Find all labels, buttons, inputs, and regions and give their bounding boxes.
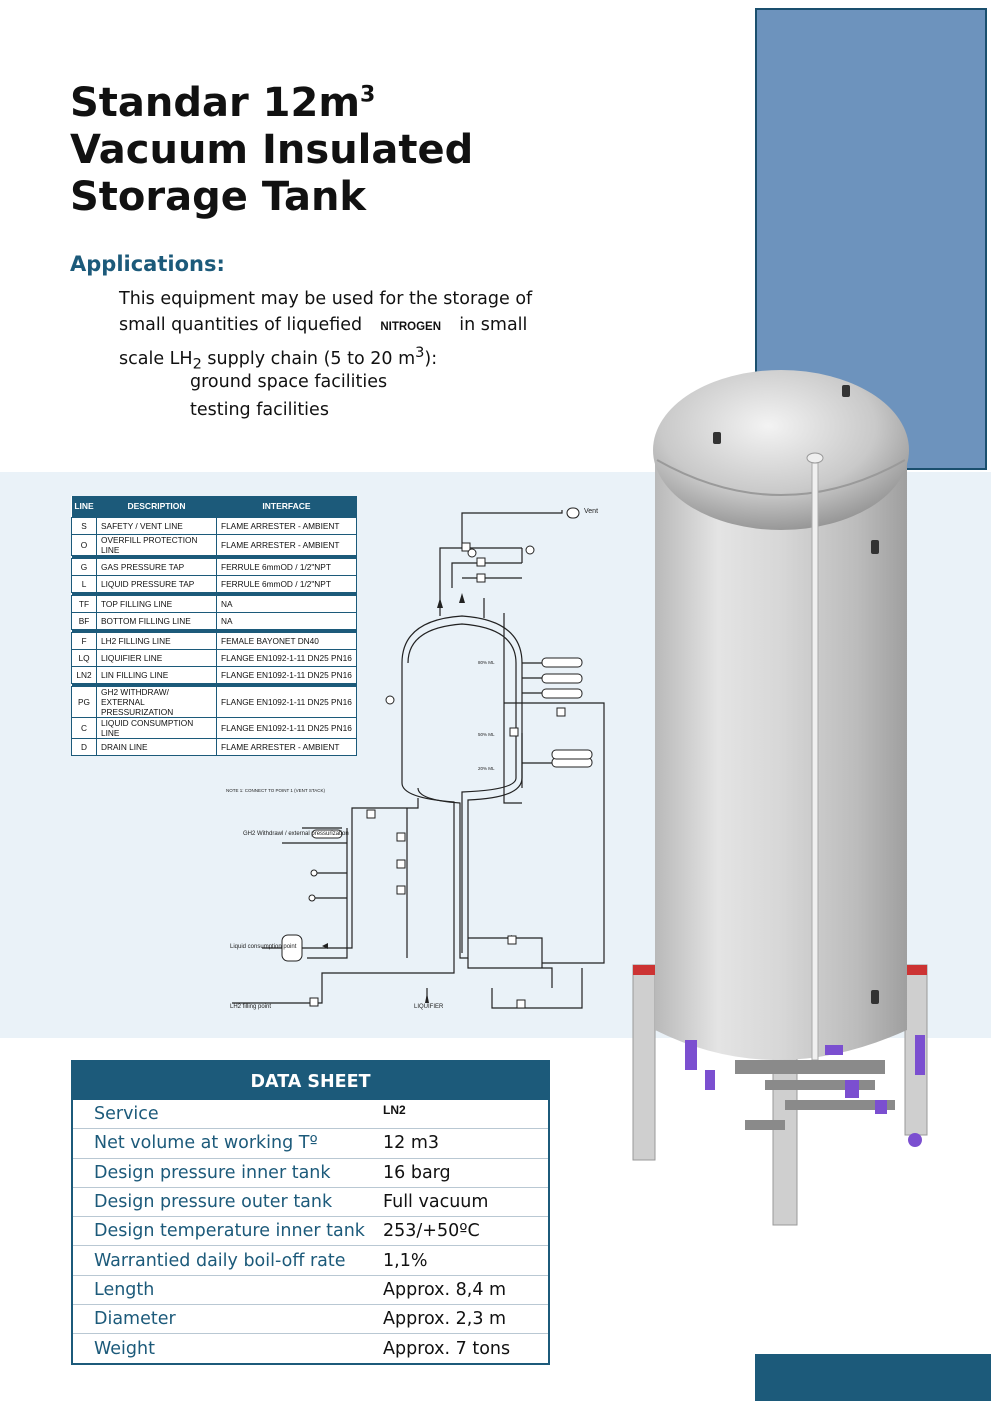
line-description: GH2 WITHDRAW/ EXTERNAL PRESSURIZATION — [96, 686, 217, 718]
spec-label: Length — [94, 1279, 155, 1300]
line-code: LN2 — [71, 666, 97, 684]
line-description: LH2 FILLING LINE — [96, 632, 217, 650]
line-code: LQ — [71, 649, 97, 667]
spec-value: 16 barg — [383, 1162, 451, 1183]
line-code: O — [71, 534, 97, 556]
table-row: Weight Approx. 7 tons — [73, 1333, 548, 1362]
table-row: Warrantied daily boil-off rate 1,1% — [73, 1245, 548, 1274]
liquid-consumption-label: Liquid consumption point — [230, 944, 297, 950]
line-code: BF — [71, 612, 97, 630]
spec-value: 1,1% — [383, 1250, 428, 1271]
applications-text: This equipment may be used for the stora… — [119, 289, 533, 373]
note-label: NOTE 1: CONNECT TO POINT 1 (VENT STACK) — [226, 788, 326, 793]
level-20-label: 20% ML — [478, 766, 495, 771]
line-description: LIN FILLING LINE — [96, 666, 217, 684]
line-description: SAFETY / VENT LINE — [96, 517, 217, 535]
line-code: TF — [71, 595, 97, 613]
line-description: BOTTOM FILLING LINE — [96, 612, 217, 630]
table-row: Design pressure outer tank Full vacuum — [73, 1186, 548, 1216]
line-interface: NA — [216, 612, 357, 630]
page-title: Standar 12m3 Vacuum Insulated Storage Ta… — [70, 80, 474, 220]
storage-tank-illustration — [632, 370, 928, 1226]
spec-value: Approx. 2,3 m — [383, 1309, 507, 1330]
spec-label: Net volume at working Tº — [94, 1133, 318, 1154]
spec-value: Full vacuum — [383, 1192, 489, 1213]
spec-value: Approx. 7 tons — [383, 1338, 511, 1359]
level-80-label: 80% ML — [478, 660, 495, 665]
spec-label: Design temperature inner tank — [94, 1221, 365, 1242]
table-row: Design temperature inner tank 253/+50ºC — [73, 1216, 548, 1245]
spec-label: Design pressure outer tank — [94, 1192, 333, 1213]
vent-label: Vent — [584, 508, 598, 515]
line-description: OVERFILL PROTECTION LINE — [96, 534, 217, 556]
gh2-label: GH2 Withdrawl / external pressurization — [243, 831, 349, 837]
table-row: Service LN2 — [73, 1100, 548, 1128]
line-description: LIQUID CONSUMPTION LINE — [96, 717, 217, 739]
spec-label: Warrantied daily boil-off rate — [94, 1250, 346, 1271]
table-row: Length Approx. 8,4 m — [73, 1274, 548, 1304]
spec-label: Diameter — [94, 1309, 176, 1330]
line-code: G — [71, 558, 97, 576]
table-row: Diameter Approx. 2,3 m — [73, 1304, 548, 1333]
column-header: INTERFACE — [216, 496, 357, 515]
line-code: D — [71, 738, 97, 756]
table-row: Net volume at working Tº 12 m3 — [73, 1128, 548, 1157]
data-sheet: DATA SHEET Service LN2 Net volume at work… — [71, 1060, 550, 1365]
line-code: S — [71, 517, 97, 535]
applications-heading: Applications: — [70, 252, 225, 276]
lh2-filling-label: LH2 filling point — [230, 1004, 271, 1010]
line-interface: FERRULE 6mmOD / 1/2"NPT — [216, 575, 357, 593]
line-interface: FLAME ARRESTER - AMBIENT — [216, 738, 357, 756]
table-row: Design pressure inner tank 16 barg — [73, 1157, 548, 1187]
data-sheet-heading: DATA SHEET — [73, 1062, 548, 1100]
spec-value: Approx. 8,4 m — [383, 1279, 507, 1300]
line-interface: FLAME ARRESTER - AMBIENT — [216, 534, 357, 556]
line-code: F — [71, 632, 97, 650]
line-interface: FLANGE EN1092-1-11 DN25 PN16 — [216, 666, 357, 684]
gas-name: NITROGEN — [380, 321, 442, 333]
data-sheet-body: Service LN2 Net volume at working Tº 12 m3… — [73, 1100, 548, 1363]
line-description: DRAIN LINE — [96, 738, 217, 756]
line-description: TOP FILLING LINE — [96, 595, 217, 613]
line-code: L — [71, 575, 97, 593]
decorative-bottom-block — [755, 1354, 991, 1401]
piping-diagram: Vent NOTE 1: CONNECT TO POINT 1 (VENT ST… — [226, 507, 605, 1010]
column-header: LINE — [71, 496, 97, 515]
liquifier-label: LIQUIFIER — [414, 1004, 444, 1010]
applications-list: ground space facilities testing faciliti… — [190, 368, 387, 424]
list-item: ground space facilities — [190, 372, 388, 392]
line-description: LIQUID PRESSURE TAP — [96, 575, 217, 593]
spec-label: Weight — [94, 1338, 155, 1359]
spec-value: LN2 — [383, 1103, 406, 1118]
line-description: LIQUIFIER LINE — [96, 649, 217, 667]
spec-label: Service — [94, 1104, 159, 1125]
column-header: DESCRIPTION — [96, 496, 217, 515]
spec-value: 253/+50ºC — [383, 1221, 480, 1242]
level-50-label: 50% ML — [478, 732, 495, 737]
list-item: testing facilities — [190, 400, 329, 420]
line-description: GAS PRESSURE TAP — [96, 558, 217, 576]
line-code: C — [71, 717, 97, 739]
line-code: PG — [71, 686, 97, 718]
spec-label: Design pressure inner tank — [94, 1162, 331, 1183]
spec-value: 12 m3 — [383, 1133, 440, 1154]
